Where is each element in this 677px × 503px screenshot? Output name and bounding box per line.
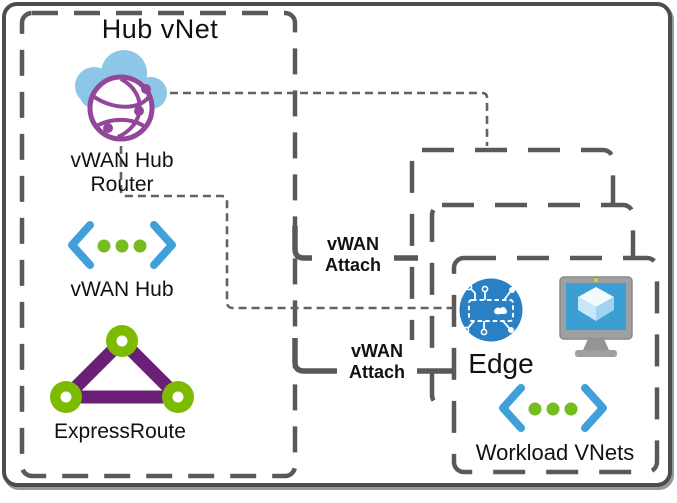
- hub-vnet-title: Hub vNet: [101, 14, 219, 44]
- vwan-hub-router-label-line2: Router: [90, 173, 154, 196]
- router-to-vnet-dotted-line: [170, 91, 489, 146]
- workload-vnets-label: Workload VNets: [475, 440, 635, 465]
- edge-circuit-icon: [459, 278, 523, 342]
- vwan-hub-router-label: vWAN Hub Router: [52, 149, 192, 197]
- vwan-attach-connector-1: [292, 226, 418, 261]
- vwan-attach-label-1-line2: Attach: [324, 255, 381, 275]
- vwan-attach-label-2-line1: vWAN: [350, 341, 403, 361]
- expressroute-triangle-icon: [50, 325, 194, 413]
- vwan-hub-label: vWAN Hub: [70, 278, 174, 301]
- vwan-attach-label-1: vWAN Attach: [312, 233, 394, 277]
- vm-monitor-icon: [559, 276, 633, 357]
- expressroute-label: ExpressRoute: [54, 420, 186, 443]
- vwan-attach-label-2-line2: Attach: [348, 362, 405, 382]
- cloud-network-globe-icon: [75, 50, 167, 142]
- vwan-attach-connector-2: [292, 338, 452, 374]
- vwan-hub-router-label-line1: vWAN Hub: [70, 149, 174, 172]
- hub-vnet-box: [19, 10, 298, 479]
- edge-label: Edge: [468, 348, 534, 379]
- router-to-edge-dotted-line: [119, 133, 458, 310]
- vwan-attach-label-2: vWAN Attach: [337, 340, 417, 384]
- vwan-attach-label-1-line1: vWAN: [326, 234, 379, 254]
